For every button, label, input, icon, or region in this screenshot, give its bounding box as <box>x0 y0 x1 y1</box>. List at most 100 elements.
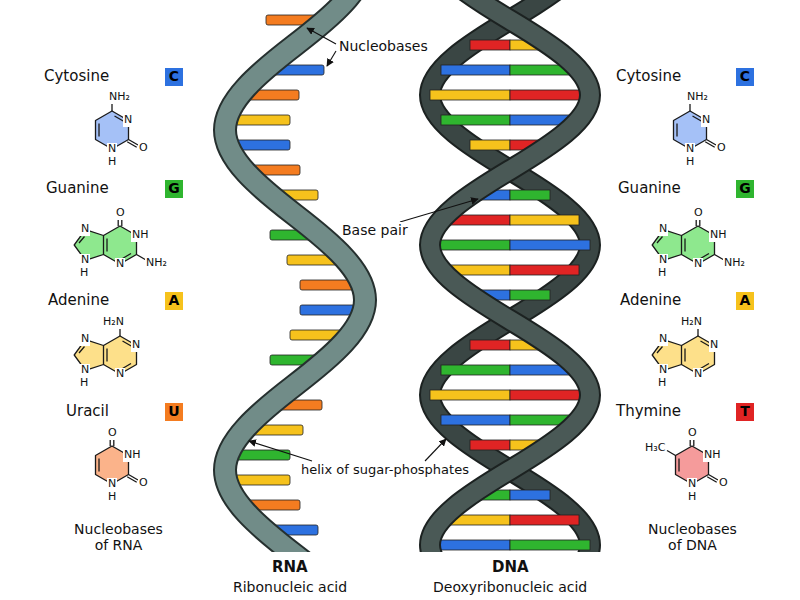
base-name: Guanine <box>45 180 110 197</box>
atom-label: N <box>658 333 668 346</box>
cytosine-structure <box>674 103 717 155</box>
atom-label: O <box>115 207 126 220</box>
atom-label: N <box>107 143 117 156</box>
atom-label: NH <box>123 449 142 462</box>
leader-line <box>400 199 478 222</box>
dna-base-pair <box>510 240 590 250</box>
atom-label: NH₂ <box>723 257 746 270</box>
atom-label: N <box>80 333 90 346</box>
letter-code: A <box>169 293 180 308</box>
dna-base-pair <box>510 90 590 100</box>
helix-title: RNA <box>271 559 309 576</box>
letter-box: T <box>736 403 754 421</box>
dna-base-pair <box>510 290 550 300</box>
dna-base-pair <box>470 140 510 150</box>
letter-box: G <box>165 180 183 198</box>
letter-box: U <box>165 403 183 421</box>
atom-label: N <box>80 364 90 377</box>
atom-label: H <box>79 377 89 390</box>
letter-box: G <box>736 180 754 198</box>
letter-box: A <box>736 292 754 310</box>
cytosine-structure <box>99 103 138 155</box>
letter-box: C <box>165 68 183 86</box>
dna-base-pair <box>430 90 510 100</box>
atom-label: O <box>107 427 118 440</box>
letter-code: A <box>740 293 751 308</box>
base-name: Thymine <box>615 403 682 420</box>
dna-base-pair <box>441 365 510 375</box>
dna-base-pair <box>510 540 590 550</box>
uracil-structure <box>99 439 138 490</box>
thymine-structure <box>667 439 718 490</box>
base-name: Adenine <box>47 292 110 309</box>
atom-label: H₃C <box>644 442 666 455</box>
callout-label: helix of sugar-phosphates <box>300 463 470 478</box>
dna-base-pair <box>430 540 510 550</box>
letter-box: A <box>165 292 183 310</box>
dna-base-pair <box>510 265 579 275</box>
dna-base-pair <box>430 240 510 250</box>
dna-base-pair <box>510 390 590 400</box>
letter-code: T <box>740 404 750 419</box>
atom-label: N <box>658 254 668 267</box>
atom-label: N <box>80 223 90 236</box>
atom-label: NH <box>131 229 150 242</box>
atom-label: NH₂ <box>108 91 131 104</box>
leader-line <box>249 28 478 461</box>
leader-line <box>307 28 336 44</box>
atom-label: N <box>701 114 711 127</box>
dna-base-pair <box>510 215 579 225</box>
atom-label: N <box>658 364 668 377</box>
dna-base-pair <box>510 515 579 525</box>
atom-label: H <box>687 491 697 504</box>
atom-label: O <box>138 477 149 490</box>
helix-title: DNA <box>491 559 530 576</box>
atom-label: H <box>107 491 117 504</box>
atom-label: N <box>115 258 125 271</box>
atom-label: N <box>115 368 125 381</box>
atom-label: H <box>107 156 117 169</box>
leader-line <box>327 51 336 66</box>
cytosine-structure <box>677 103 716 155</box>
atom-label: N <box>693 258 703 271</box>
atom-label: H <box>79 267 89 280</box>
atom-label: H₂N <box>102 316 125 329</box>
adenine-structure <box>74 328 136 377</box>
atom-label: H₂N <box>680 316 703 329</box>
callout-label: Base pair <box>341 222 409 238</box>
atom-label: O <box>687 427 698 440</box>
leader-line <box>425 439 446 461</box>
helix-subtitle: Ribonucleic acid <box>232 579 348 595</box>
atom-label: O <box>718 477 729 490</box>
letter-code: U <box>168 404 179 419</box>
atom-label: N <box>658 223 668 236</box>
guanine-structure <box>74 219 146 267</box>
letter-box: C <box>736 68 754 86</box>
base-name: Guanine <box>617 180 682 197</box>
atom-label: NH₂ <box>145 257 168 270</box>
atom-label: N <box>123 114 133 127</box>
guanine-structure <box>652 219 724 267</box>
atom-label: N <box>687 478 697 491</box>
atom-label: H <box>657 377 667 390</box>
base-name: Adenine <box>619 292 682 309</box>
column-caption: Nucleobases of DNA <box>644 521 741 553</box>
atom-label: N <box>107 478 117 491</box>
letter-code: G <box>168 181 180 196</box>
atom-label: H <box>657 267 667 280</box>
column-caption: Nucleobases of RNA <box>70 521 167 553</box>
adenine-structure <box>652 328 714 377</box>
atom-label: N <box>131 339 141 352</box>
dna-base-pair <box>470 40 510 50</box>
atom-label: N <box>709 339 719 352</box>
atom-label: N <box>685 143 695 156</box>
atom-label: O <box>693 207 704 220</box>
atom-label: O <box>716 142 727 155</box>
base-name: Cytosine <box>615 68 682 85</box>
dna-base-pair <box>441 115 510 125</box>
letter-code: G <box>739 181 751 196</box>
cytosine-structure <box>96 103 139 155</box>
guanine-structure <box>657 219 724 267</box>
